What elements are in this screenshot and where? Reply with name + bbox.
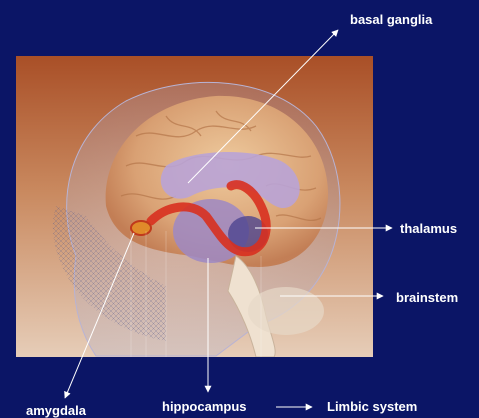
limbic-system-label: Limbic system — [327, 399, 417, 414]
brainstem-label: brainstem — [396, 290, 458, 305]
basal-ganglia-label: basal ganglia — [350, 12, 432, 27]
hippocampus-label: hippocampus — [162, 399, 247, 414]
thalamus-label: thalamus — [400, 221, 457, 236]
basal-ganglia-arrow — [188, 30, 338, 183]
amygdala-arrow — [65, 233, 134, 398]
